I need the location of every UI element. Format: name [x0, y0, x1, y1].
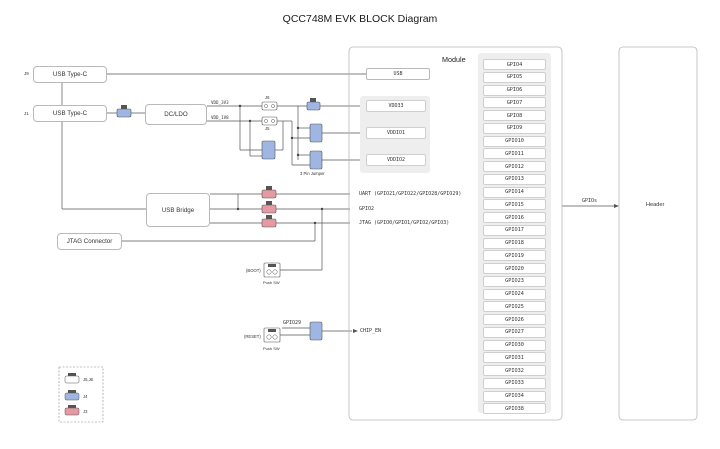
gpio-pin-item: GPIO15	[483, 199, 546, 211]
chip-en-signal-label: CHIP_EN	[360, 328, 382, 334]
jumper-j4-vddio1-icon	[309, 123, 323, 143]
jtag-connector-box: JTAG Connector	[57, 233, 122, 250]
gpio-pin-item: GPIO14	[483, 186, 546, 198]
uart-signal-label: UART (GPIO21/GPIO22/GPIO28/GPIO29)	[359, 191, 462, 197]
gpio-pin-item: GPIO8	[483, 110, 546, 121]
gpio-pin-item: GPIO4	[483, 59, 546, 70]
diagram-title: QCC748M EVK BLOCK Diagram	[282, 13, 438, 25]
gpio-pin-item: GPIO7	[483, 97, 546, 109]
legend-j4-label: J4	[83, 394, 88, 399]
legend-j5j6-icon	[64, 373, 80, 384]
vdd33-box: VDD33	[366, 100, 426, 112]
gpio-pin-item: GPIO20	[483, 263, 546, 274]
gpio-pin-item: GPIO25	[483, 301, 546, 313]
gpio-pin-item: GPIO5	[483, 71, 546, 83]
module-usb-box: USB	[366, 68, 430, 80]
header-label: Header	[646, 202, 665, 208]
connector-j9-label: J9	[24, 71, 29, 76]
three-pin-jumper-note: 3 Pin Jumper	[300, 171, 325, 176]
gpio-pin-item: GPIO19	[483, 250, 546, 262]
jumper-j3-uart-icon	[261, 186, 277, 199]
jumper-j6-label: J6	[265, 95, 270, 100]
usb-type-c-1-box: USB Type-C	[33, 66, 107, 83]
gpio-pin-item: GPIO16	[483, 212, 546, 223]
jumper-j4-reset-icon	[309, 321, 323, 341]
gpio-pin-item: GPIO13	[483, 173, 546, 185]
jumper-j5-icon	[261, 116, 278, 126]
header-frame	[618, 46, 698, 421]
gpio-pin-item: GPIO9	[483, 122, 546, 134]
module-frame	[348, 46, 563, 421]
reset-push-sw-label: Push SW	[263, 346, 280, 351]
gpio-pin-item: GPIO34	[483, 390, 546, 402]
boot-label: (BOOT)	[246, 268, 261, 273]
gpio-pin-item: GPIO26	[483, 314, 546, 325]
gpio-pin-item: GPIO10	[483, 135, 546, 147]
gpio-pin-item: GPIO18	[483, 237, 546, 249]
vdd-3v3-label: VDD_3V3	[211, 100, 229, 105]
legend-j3-icon	[64, 405, 80, 416]
module-label: Module	[442, 55, 466, 64]
usb-type-c-2-box: USB Type-C	[33, 105, 107, 122]
gpio-pin-item: GPIO23	[483, 275, 546, 287]
jumper-j3-gpio2-icon	[261, 201, 277, 214]
legend-j3-label: J3	[83, 409, 88, 414]
vddio1-box: VDDIO1	[366, 127, 426, 139]
dc-ldo-box: DC/LDO	[145, 104, 207, 125]
reset-label: (RESET)	[244, 334, 261, 339]
gpio-pin-item: GPIO33	[483, 377, 546, 389]
gpio-pin-item: GPIO11	[483, 148, 546, 160]
gpio-pin-item: GPIO38	[483, 403, 546, 415]
connector-j1-label: J1	[24, 111, 29, 116]
gpio-pin-item: GPIO31	[483, 352, 546, 364]
reset-push-switch-icon	[263, 327, 281, 343]
boot-push-switch-icon	[263, 262, 281, 278]
jumper-j6-icon	[261, 101, 278, 111]
gpio29-signal-label: GPIO29	[283, 320, 302, 326]
gpio-pin-item: GPIO30	[483, 339, 546, 351]
boot-push-sw-label: Push SW	[263, 280, 280, 285]
jumper-j4-vddio2-icon	[309, 150, 323, 170]
usb-bridge-box: USB Bridge	[146, 193, 210, 227]
legend-j4-icon	[64, 390, 80, 401]
vddio2-box: VDDIO2	[366, 154, 426, 166]
jumper-j4-usb-icon	[116, 105, 132, 118]
gpio2-signal-label: GPIO2	[359, 206, 375, 212]
jumper-j5-label: J5	[265, 126, 270, 131]
gpio-pin-item: GPIO27	[483, 326, 546, 338]
jtag-signal-label: JTAG (GPIO0/GPIO1/GPIO2/GPIO3)	[359, 220, 450, 226]
gpio-pin-item: GPIO24	[483, 288, 546, 300]
legend-frame	[58, 366, 104, 423]
gpios-out-label: GPIOs	[582, 198, 598, 204]
gpio-pin-item: GPIO12	[483, 161, 546, 172]
vdd-1v8-label: VDD_1V8	[211, 115, 229, 120]
jumper-j4-vertical-icon-1	[261, 140, 276, 160]
jumper-j3-jtag-icon	[261, 215, 277, 228]
jumper-j4-vdd33-icon	[306, 98, 321, 111]
gpio-pin-item: GPIO17	[483, 224, 546, 236]
legend-j5j6-label: J5,J6	[83, 377, 94, 382]
gpio-pin-item: GPIO6	[483, 84, 546, 96]
gpio-pin-item: GPIO32	[483, 365, 546, 376]
